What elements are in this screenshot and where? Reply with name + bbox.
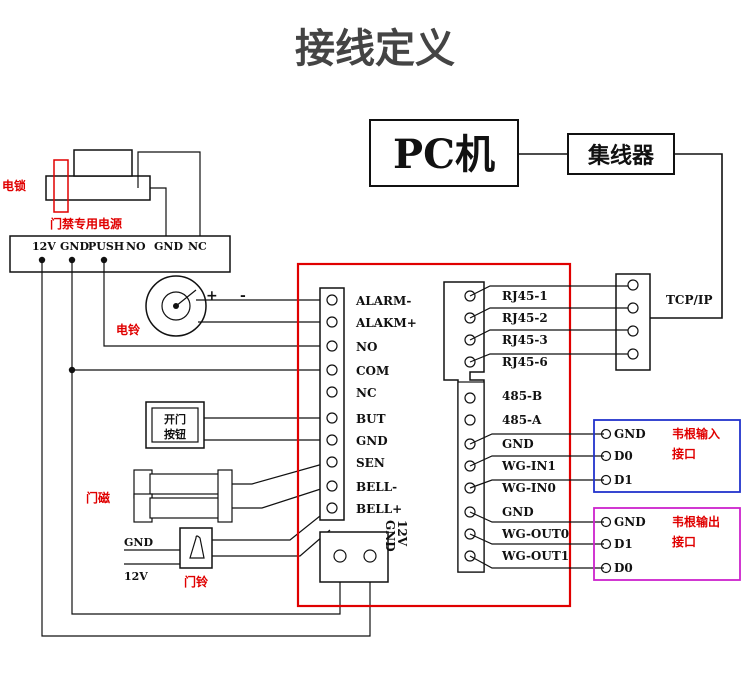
hub-box-label: 集线器 xyxy=(587,143,655,169)
term-alarm-minus: ALARM- xyxy=(355,294,411,308)
controller-left-labels: ALARM- ALAKM+ NO COM NC BUT GND SEN BELL… xyxy=(355,294,417,516)
term-485-a: 485-A xyxy=(502,413,542,427)
wiegand-in-pin-d0: D0 xyxy=(614,449,633,463)
controller-board xyxy=(296,262,572,608)
ps-terminal-nc: NC xyxy=(188,240,207,253)
lock-body xyxy=(45,175,151,201)
exit-button-line1: 开门 xyxy=(164,412,186,426)
controller-power-block xyxy=(319,531,389,583)
wiegand-in-pins: GND D0 D1 xyxy=(600,427,646,487)
doorbell-12v: 12V xyxy=(124,570,148,583)
ps-terminal-gnd: GND xyxy=(60,240,89,253)
exit-button-inner xyxy=(151,407,199,443)
term-rj45-1: RJ45-1 xyxy=(502,289,548,303)
power-supply-dots xyxy=(38,256,108,264)
doorbell-gnd: GND xyxy=(124,536,153,549)
wiegand-out-box xyxy=(593,507,741,581)
term-gnd-r1: GND xyxy=(502,437,534,451)
term-485-b: 485-B xyxy=(502,389,542,403)
network-connector xyxy=(615,273,651,371)
door-magnet xyxy=(133,469,233,523)
term-gnd: GND xyxy=(356,434,388,448)
term-but: BUT xyxy=(356,412,386,426)
bell-minus: - xyxy=(240,288,246,304)
lock-label: 电锁 xyxy=(2,178,26,193)
controller-left-block xyxy=(319,287,345,521)
doorbell-label: 门铃 xyxy=(184,574,209,589)
controller-power-12v: 12V xyxy=(395,520,409,547)
term-bell-minus: BELL- xyxy=(356,480,397,494)
wiegand-in-pin-d1: D1 xyxy=(614,473,633,487)
page-title: 接线定义 xyxy=(295,26,455,72)
term-bell-plus: BELL+ xyxy=(356,502,402,516)
exit-button-line2: 按钮 xyxy=(164,427,186,441)
wiegand-in-label1: 韦根输入 xyxy=(672,426,720,441)
term-sen: SEN xyxy=(356,456,385,470)
term-nc: NC xyxy=(356,386,377,400)
power-supply-strip xyxy=(9,235,231,273)
wiegand-out-pin-gnd: GND xyxy=(614,515,646,529)
wiegand-out-label2: 接口 xyxy=(672,534,696,549)
term-wg-out1: WG-OUT1 xyxy=(501,549,569,563)
wiegand-out-pin-d0: D0 xyxy=(614,561,633,575)
term-com: COM xyxy=(356,364,389,378)
term-wg-in1: WG-IN1 xyxy=(501,459,556,473)
door-magnet-label: 门磁 xyxy=(86,490,110,505)
controller-right-screws xyxy=(464,290,476,562)
wiegand-out-pins: GND D1 D0 xyxy=(600,515,646,575)
ps-terminal-12v: 12V xyxy=(32,240,56,253)
term-rj45-2: RJ45-2 xyxy=(502,311,548,325)
bell-label: 电铃 xyxy=(116,322,141,337)
wiegand-out-label1: 韦根输出 xyxy=(672,514,720,529)
wiegand-in-label2: 接口 xyxy=(672,446,696,461)
wiegand-out-pin-d1: D1 xyxy=(614,537,633,551)
hub-box xyxy=(567,133,675,175)
controller-right-labels: RJ45-1 RJ45-2 RJ45-3 RJ45-6 485-B 485-A … xyxy=(501,289,569,563)
term-alarm-plus: ALAKM+ xyxy=(355,316,417,330)
wiegand-in-pin-gnd: GND xyxy=(614,427,646,441)
wiegand-in-box xyxy=(593,419,741,493)
controller-power-gnd: GND xyxy=(383,520,397,552)
lock-top xyxy=(73,149,133,177)
doorbell-box xyxy=(179,527,213,569)
term-gnd-r2: GND xyxy=(502,505,534,519)
term-rj45-6: RJ45-6 xyxy=(502,355,548,369)
pc-box-label: PC机 xyxy=(393,131,495,178)
ps-terminal-no: NO xyxy=(126,240,146,253)
term-wg-in0: WG-IN0 xyxy=(501,481,556,495)
term-no: NO xyxy=(356,340,377,354)
controller-left-screws xyxy=(326,294,338,514)
bell-plus: + xyxy=(206,288,218,304)
term-rj45-3: RJ45-3 xyxy=(502,333,548,347)
ps-terminal-push: PUSH xyxy=(88,240,124,253)
ps-terminal-gnd2: GND xyxy=(154,240,183,253)
power-supply-label: 门禁专用电源 xyxy=(50,216,122,231)
term-wg-out0: WG-OUT0 xyxy=(501,527,569,541)
power-supply-terminals: 12V GND PUSH NO GND NC xyxy=(32,240,207,253)
pc-box xyxy=(369,119,519,187)
lock-marker xyxy=(53,159,69,213)
tcpip-label: TCP/IP xyxy=(666,293,713,307)
